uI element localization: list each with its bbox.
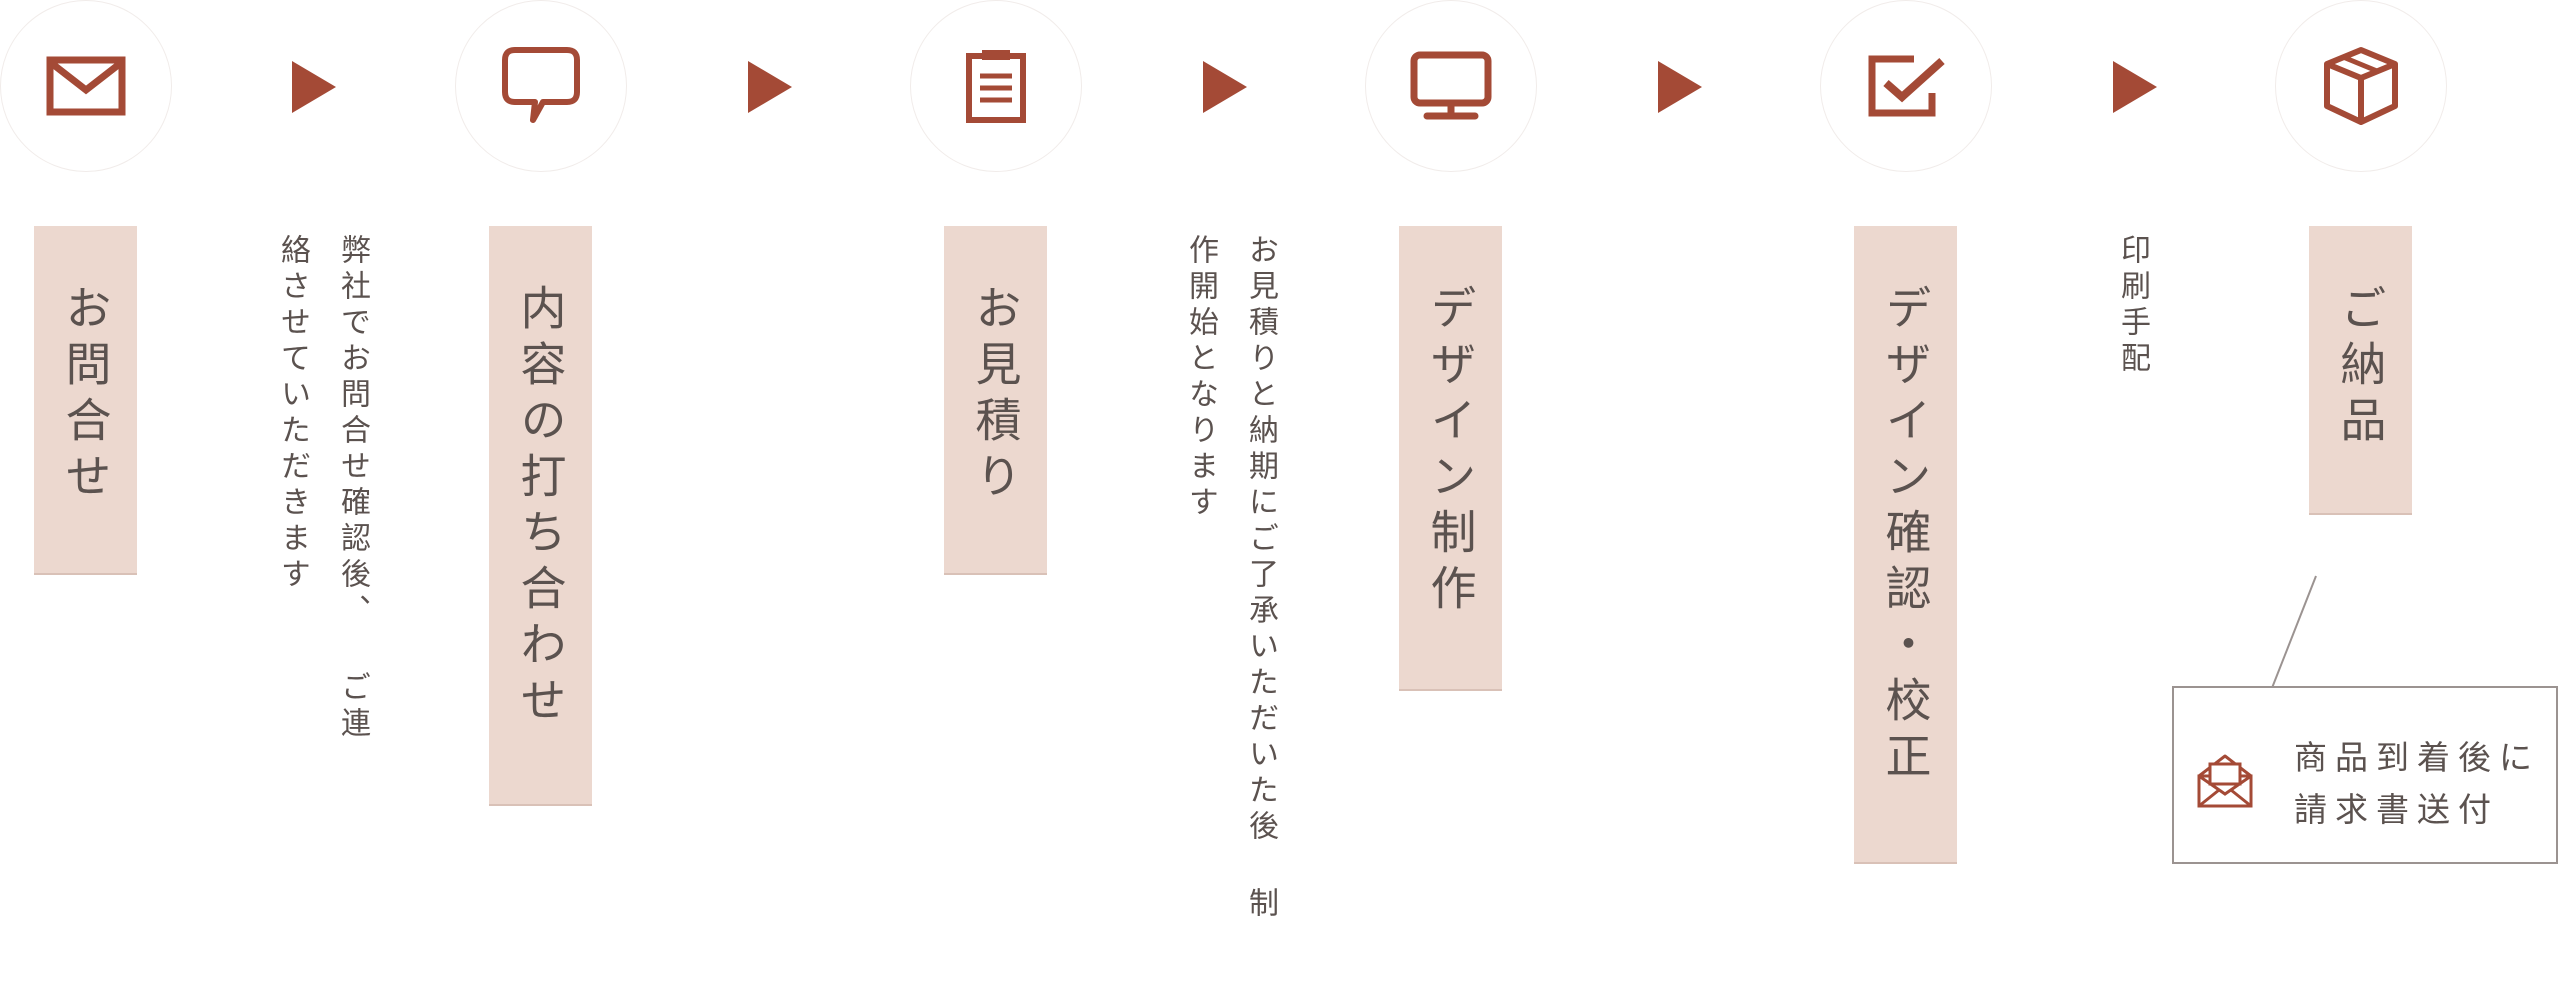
step-6-icon-circle [2275, 0, 2447, 172]
checkbox-icon [1868, 55, 1945, 117]
step-4-label-box: デザイン制作 [1399, 226, 1502, 691]
monitor-icon [1410, 51, 1492, 120]
arrow-right-icon [1203, 61, 1247, 113]
step-1-label: お問合せ [58, 284, 113, 508]
callout-pointer [2271, 575, 2317, 689]
step-5-description: 印刷手配 [2115, 234, 2150, 378]
arrow-right-icon [748, 61, 792, 113]
step-1-icon-circle [0, 0, 172, 172]
step-2-label: 内容の打ち合わせ [513, 284, 568, 732]
open-envelope-icon [2197, 754, 2253, 808]
step-3-icon-circle [910, 0, 1082, 172]
box-icon [2324, 47, 2398, 125]
speech-bubble-icon [502, 47, 580, 123]
step-4-label: デザイン制作 [1423, 284, 1478, 620]
callout-text: 商品到着後に 請求書送付 [2294, 738, 2540, 829]
step-6-label: ご納品 [2333, 284, 2388, 452]
step-3-label: お見積り [968, 284, 1023, 508]
step-6-label-box: ご納品 [2309, 226, 2412, 515]
mail-icon [46, 56, 126, 116]
step-3-description: お見積りと納期にご了承いただいた後 制作開始となります [1183, 234, 1278, 923]
step-4-icon-circle [1365, 0, 1537, 172]
step-2-icon-circle [455, 0, 627, 172]
step-3-label-box: お見積り [944, 226, 1047, 575]
step-5-icon-circle [1820, 0, 1992, 172]
step-5-label-box: デザイン確認・校正 [1854, 226, 1957, 864]
step-1-label-box: お問合せ [34, 226, 137, 575]
arrow-right-icon [1658, 61, 1702, 113]
step-1-description: 弊社でお問合せ確認後、 ご連絡させていただきます [275, 234, 370, 743]
invoice-callout: 商品到着後に 請求書送付 [2172, 686, 2558, 864]
arrow-right-icon [2113, 61, 2157, 113]
clipboard-icon [966, 50, 1026, 123]
step-2-label-box: 内容の打ち合わせ [489, 226, 592, 806]
step-5-label: デザイン確認・校正 [1878, 284, 1933, 788]
arrow-right-icon [292, 61, 336, 113]
